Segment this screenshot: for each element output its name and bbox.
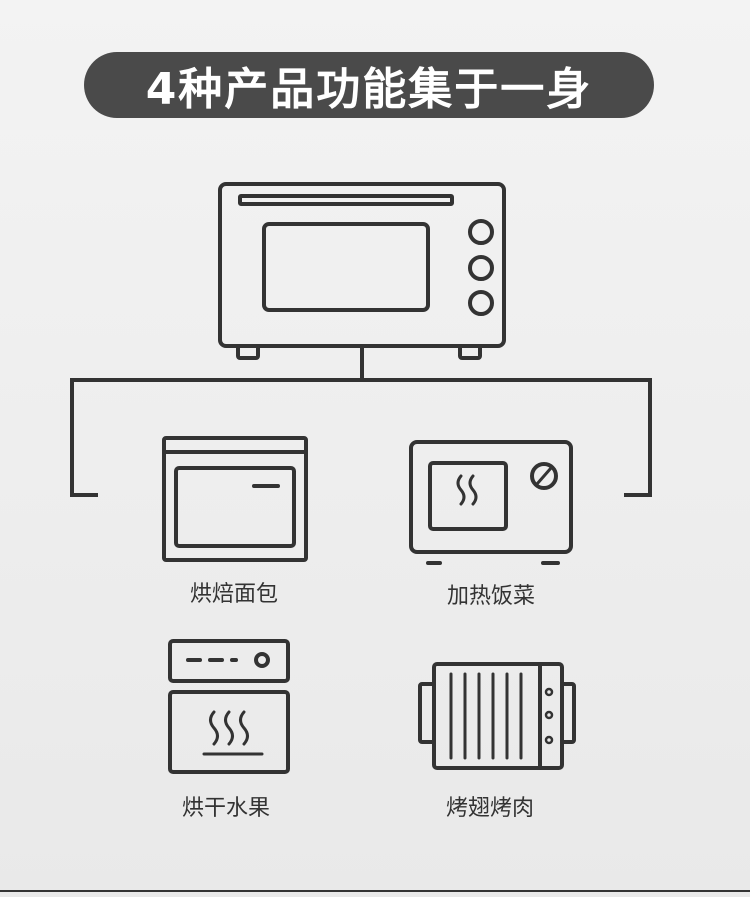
page-title: 4种产品功能集于一身 [145, 64, 593, 115]
baking-oven-icon [162, 436, 308, 562]
bottom-divider [0, 890, 750, 892]
title-banner: 4种产品功能集于一身 [84, 52, 654, 118]
function-label-drying: 烘干水果 [181, 796, 270, 821]
microwave-icon [409, 440, 573, 565]
drying-oven-icon [168, 639, 290, 774]
function-label-grilling: 烤翅烤肉 [445, 796, 534, 821]
main-oven-icon [218, 182, 506, 360]
connector-lines [70, 346, 652, 497]
grill-icon [418, 662, 576, 770]
function-label-reheating: 加热饭菜 [446, 584, 535, 609]
function-label-baking: 烘焙面包 [189, 582, 278, 607]
